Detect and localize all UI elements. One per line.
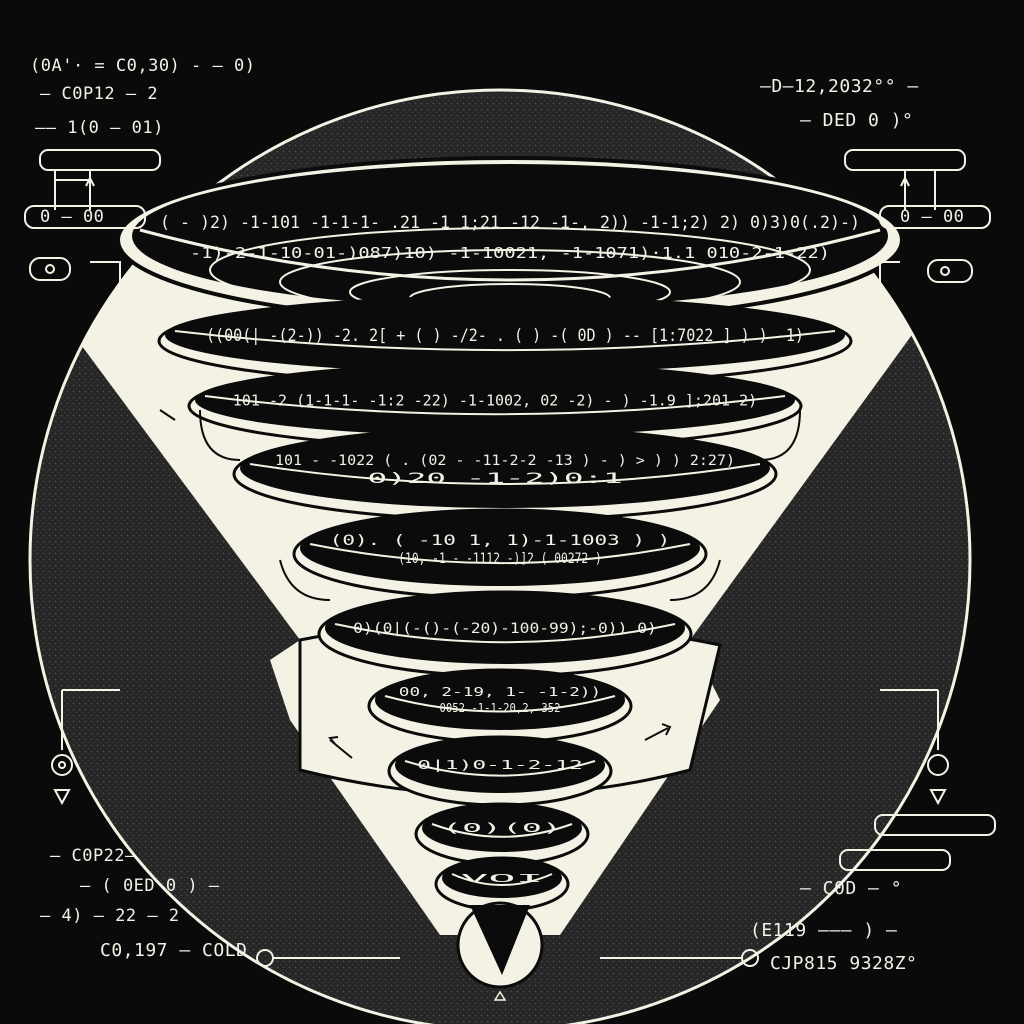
funnel-ring: 0)(0|(-()-(-20)-100-99);-0)) 0) [317,590,693,678]
ring-inscription: (0). ( -10 1, 1)-1-1003 ) ) [330,533,670,549]
label-box-right: 0 — 00 [900,207,965,227]
label-bottom-right-3: CJP815 9328Z° [770,953,918,974]
funnel-ring: 101 -2 (1-1-1- -1:2 -22) -1-1002, 02 -2)… [187,362,803,450]
funnel-ring: VOI [434,856,570,912]
rim [116,156,904,324]
label-bottom-left-1: — C0P22— [50,846,136,866]
ring-inscription: 0)(0|(-()-(-20)-100-99);-0)) 0) [353,621,657,637]
funnel-ring: (0). ( -10 1, 1)-1-1003 ) ) (10, -1 - -11… [292,508,708,600]
funnel-ring: ((00(| -(2-)) -2. 2[ + ( ) -/2- . ( ) -(… [157,295,853,387]
rim-inscription: -1)-2-1-10-01-)087)10) -1-10021, -1-1071… [190,244,830,262]
ring-inscription: 101 -2 (1-1-1- -1:2 -22) -1-1002, 02 -2)… [233,391,757,409]
ring-inscription: 00, 2-19, 1- -1-2)) [399,685,601,699]
ring-inscription: ((00(| -(2-)) -2. 2[ + ( ) -/2- . ( ) -(… [206,326,804,346]
label-bottom-left-4: C0,197 — COLD [100,940,248,961]
funnel-ring: 0|1)0-1-2-12 [387,735,613,807]
flow-arrows [159,409,801,759]
label-bottom-right-2: (E119 ——— ) — [750,920,898,941]
connector-right-top [844,149,991,330]
label-top-right-2: — DED 0 )° [800,110,914,131]
ring-inscription: (10, -1 - -1112 -)]2 ( 00272 ) [398,551,602,567]
ring-inscription: VOI [461,872,544,885]
connector-left-bottom [51,689,400,967]
label-top-left-1: (0A'· = C0,30) - — 0) [30,56,256,76]
rim-inscription: ( - )2) -1-101 -1-1-1- .21 -1 1;21 -12 -… [160,213,860,233]
label-bottom-left-3: — 4) — 22 — 2 [40,906,180,926]
connector-left-top [24,149,161,335]
label-box-left: 0 — 00 [40,207,105,227]
label-top-right-1: —D—12,2032°° — [760,76,919,97]
funnel-rings: ((00(| -(2-)) -2. 2[ + ( ) -/2- . ( ) -(… [157,295,853,912]
label-bottom-left-2: — ( 0ED 0 ) — [80,876,220,896]
ring-inscription: 0)20 -1-2)0:1- [368,471,643,487]
label-bottom-right-1: — C0D — ° [800,878,903,899]
ring-inscription: 0|1)0-1-2-12 [417,758,583,772]
funnel-ring: 101 - -1022 ( . (02 - -11-2-2 -13 ) - ) … [232,426,778,522]
connector-right-bottom [600,689,996,967]
funnel-ring: (0)(0) [414,802,590,866]
funnel-ring: 00, 2-19, 1- -1-2)) 0052 -1-1-20,2, 352 [367,668,633,744]
funnel-tip [456,901,544,1001]
ring-inscription: 0052 -1-1-20,2, 352 [440,701,561,715]
ring-inscription: 101 - -1022 ( . (02 - -11-2-2 -13 ) - ) … [275,453,735,469]
ring-inscription: (0)(0) [442,821,562,835]
label-top-left-2: — C0P12 — 2 [40,84,159,104]
label-top-left-3: —— 1(0 — 01) [35,118,164,138]
